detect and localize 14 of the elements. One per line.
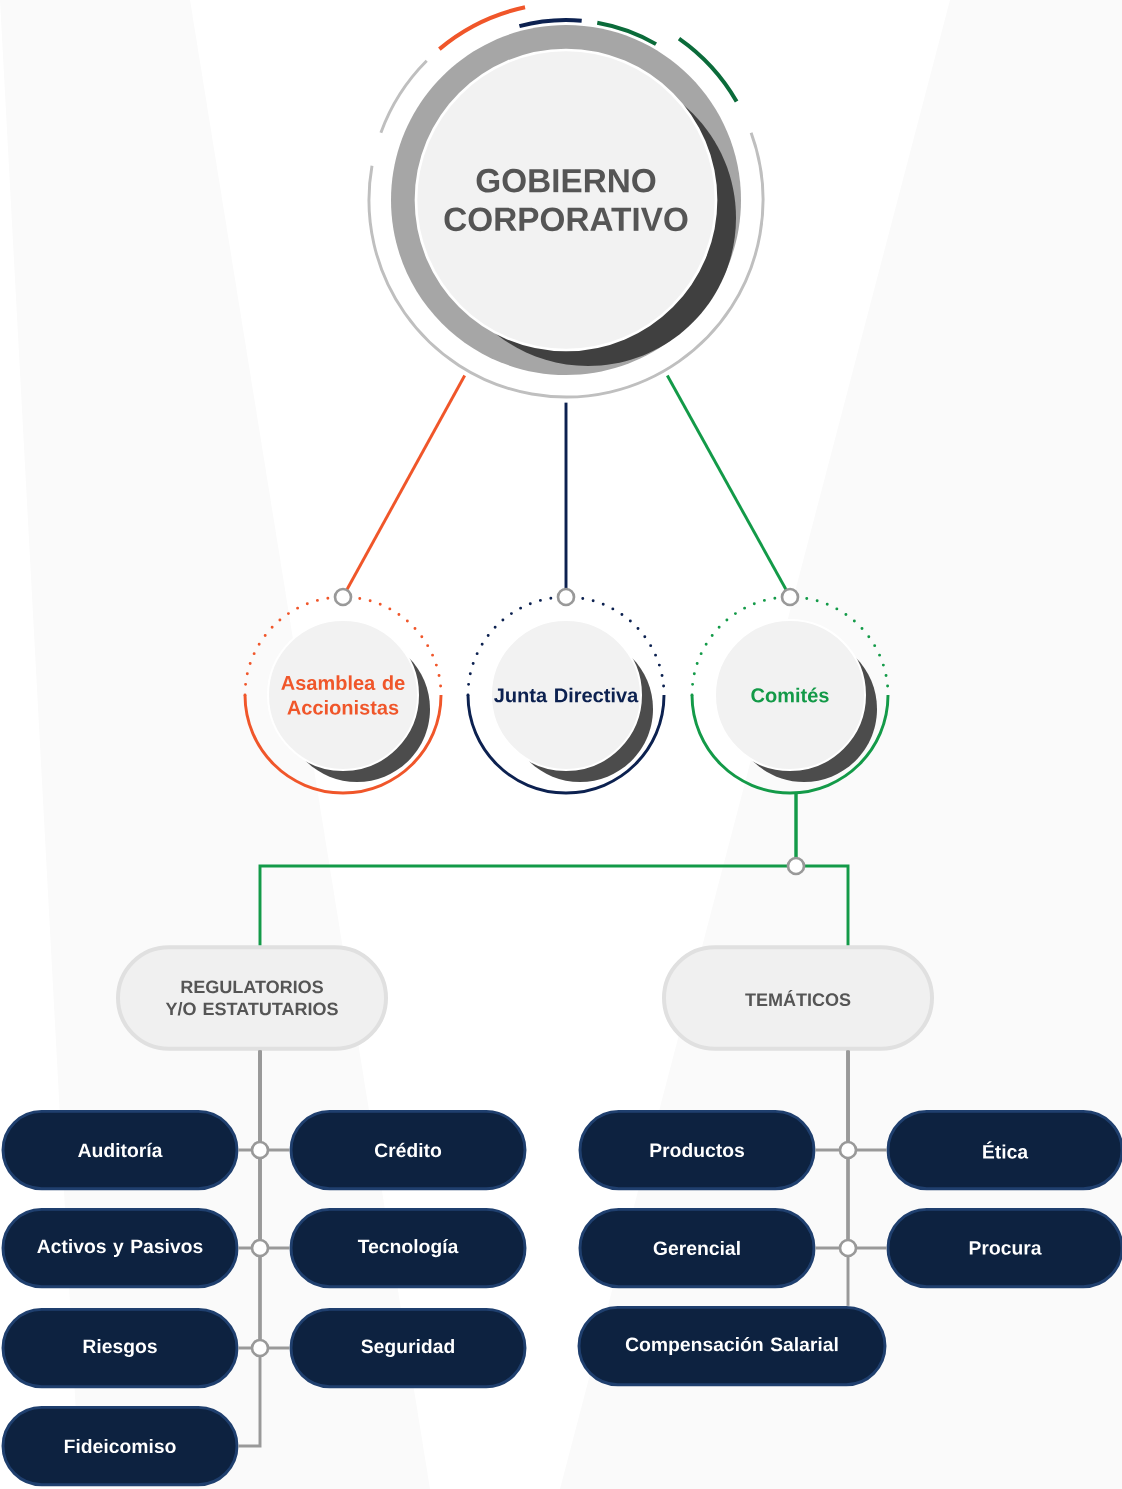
category-pill: TEMÁTICOS	[662, 945, 934, 1051]
committee-pill: Ética	[886, 1109, 1122, 1191]
committee-pill: Activos y Pasivos	[1, 1207, 239, 1289]
committee-pill: Seguridad	[289, 1307, 527, 1389]
committee-pill: Fideicomiso	[1, 1405, 239, 1487]
committee-pill: Procura	[886, 1207, 1122, 1289]
committee-pill: Productos	[578, 1109, 816, 1191]
committee-pill: Tecnología	[289, 1207, 527, 1289]
committee-pill: Crédito	[289, 1109, 527, 1191]
committee-pill: Gerencial	[578, 1207, 816, 1289]
category-pill: REGULATORIOS Y/O ESTATUTARIOS	[116, 945, 388, 1051]
committee-pill: Riesgos	[1, 1307, 239, 1389]
committee-pill: Compensación Salarial	[577, 1305, 887, 1387]
committee-pill: Auditoría	[1, 1109, 239, 1191]
